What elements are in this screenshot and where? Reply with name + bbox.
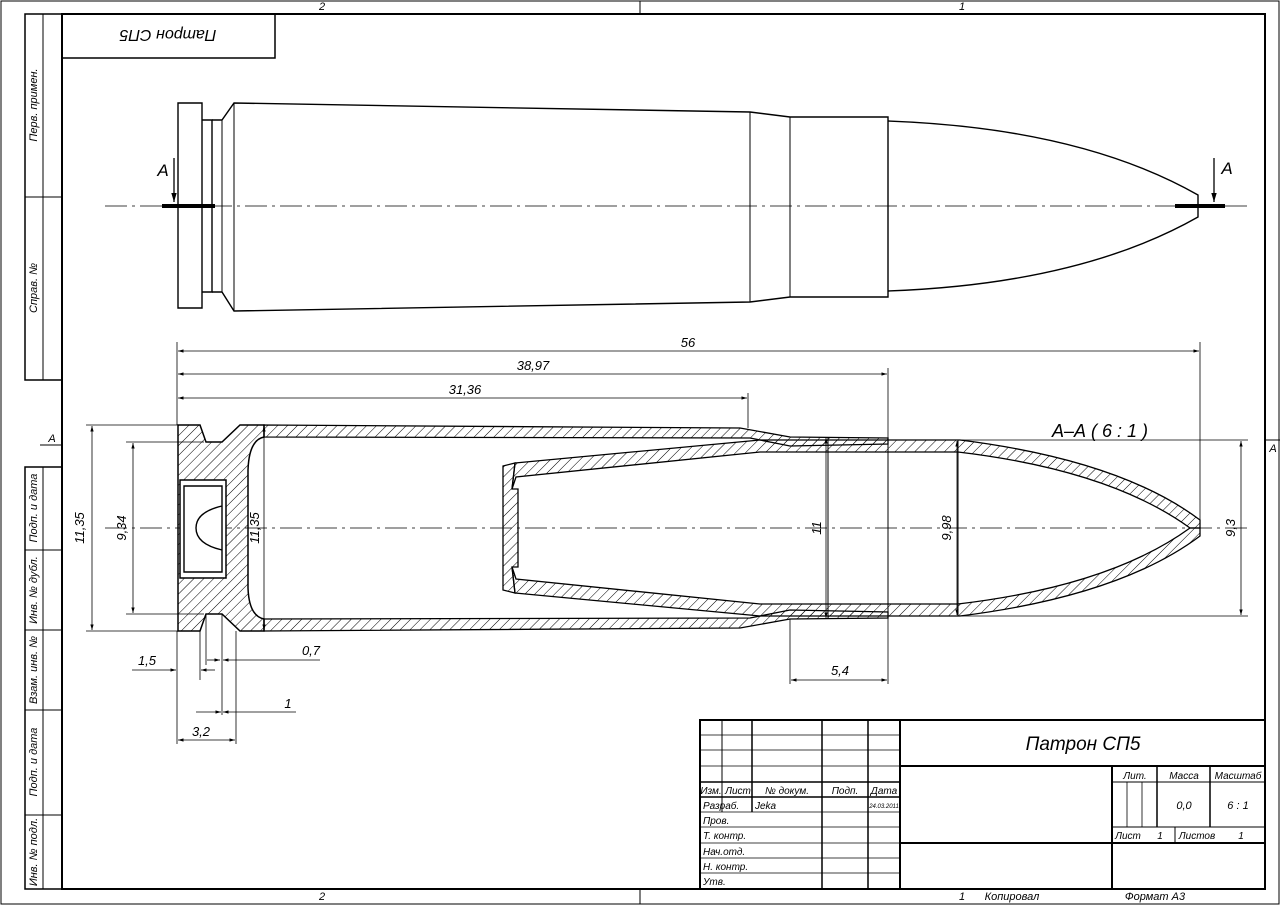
- dim-case-body: 31,36: [449, 382, 482, 397]
- scale-value: 6 : 1: [1227, 800, 1248, 812]
- primer-pocket: [179, 479, 227, 579]
- sheet-label: Лист: [1114, 831, 1141, 842]
- col-sign: Подп.: [832, 786, 859, 797]
- side-label-inv-dubl: Инв. № дубл.: [28, 556, 40, 624]
- developer-name: Jeka: [754, 801, 777, 812]
- dim-rim-diameter: 11,35: [72, 511, 87, 543]
- side-strip: [24, 13, 63, 890]
- title-block-title: Патрон СП5: [1026, 734, 1141, 755]
- role-tech-control: Т. контр.: [703, 831, 746, 842]
- role-dept-head: Нач.отд.: [703, 847, 745, 858]
- dim-body-diameter: 11,35: [247, 511, 262, 543]
- zone-label-side-left: A: [47, 433, 55, 445]
- side-label-vzam-inv: Взам. инв. №: [28, 636, 40, 704]
- cartridge-section-view: [105, 424, 1248, 632]
- side-label-inv-orig: Инв. № подл.: [28, 818, 40, 886]
- cartridge-exterior-view: [105, 102, 1248, 312]
- scale-header: Масштаб: [1215, 770, 1262, 782]
- corner-stamp-title: Патрон СП5: [120, 26, 217, 43]
- role-approved: Утв.: [702, 877, 726, 888]
- dim-rim-to-groove: 3,2: [192, 724, 211, 739]
- dim-groove-width: 1: [284, 696, 291, 711]
- bullet-jacket-top: [511, 439, 1201, 529]
- dim-neck-to-shoulder: 38,97: [517, 358, 550, 373]
- dim-bullet-diameter: 9,98: [939, 515, 954, 541]
- side-label-ref-no: Справ. №: [28, 263, 40, 313]
- dim-shoulder-diameter: 11: [809, 521, 824, 535]
- side-label-sign-date-1: Подп. и дата: [28, 474, 40, 543]
- sheets-label: Листов: [1178, 831, 1215, 842]
- developer-date: 24.03.2011: [868, 804, 899, 810]
- sheet-value: 1: [1157, 831, 1163, 842]
- corner-stamp: Патрон СП5: [61, 13, 276, 59]
- col-doc: № докум.: [765, 786, 809, 797]
- dim-ogive-diameter: 9,3: [1223, 518, 1238, 537]
- copied-label: Копировал: [985, 891, 1040, 903]
- bullet-jacket-bottom: [511, 527, 1201, 617]
- format-label: Формат А3: [1125, 891, 1186, 903]
- side-label-first-use: Перв. примен.: [28, 68, 40, 141]
- section-mark-right: A: [1220, 159, 1232, 178]
- zone-label-top-left: 2: [318, 1, 325, 13]
- zone-label-top-right: 1: [959, 1, 965, 13]
- mass-value: 0,0: [1176, 800, 1192, 812]
- title-block: [699, 719, 1266, 890]
- dim-bevel: 0,7: [302, 643, 321, 658]
- role-developer: Разраб.: [703, 800, 739, 812]
- dim-neck-length: 5,4: [831, 663, 849, 678]
- dim-overall-length: 56: [681, 335, 696, 350]
- dim-base-diameter: 9,34: [114, 515, 129, 540]
- side-label-sign-date-2: Подп. и дата: [28, 728, 40, 797]
- col-izm: Изм.: [700, 786, 721, 797]
- sheets-value: 1: [1238, 831, 1244, 842]
- zone-label-bottom-right: 1: [959, 891, 965, 903]
- lit-header: Лит.: [1122, 771, 1146, 782]
- zone-label-side-right: A: [1268, 443, 1276, 455]
- mass-header: Масса: [1169, 771, 1199, 782]
- dimension-lines: [86, 342, 1248, 744]
- section-title: А–А ( 6 : 1 ): [1051, 421, 1148, 441]
- col-date: Дата: [870, 786, 898, 797]
- role-checked: Пров.: [703, 816, 729, 827]
- dim-rim-thickness: 1,5: [138, 653, 157, 668]
- section-mark-left: A: [156, 161, 168, 180]
- col-list: Лист: [724, 786, 751, 797]
- zone-label-bottom-left: 2: [318, 891, 325, 903]
- role-norm-control: Н. контр.: [703, 862, 748, 873]
